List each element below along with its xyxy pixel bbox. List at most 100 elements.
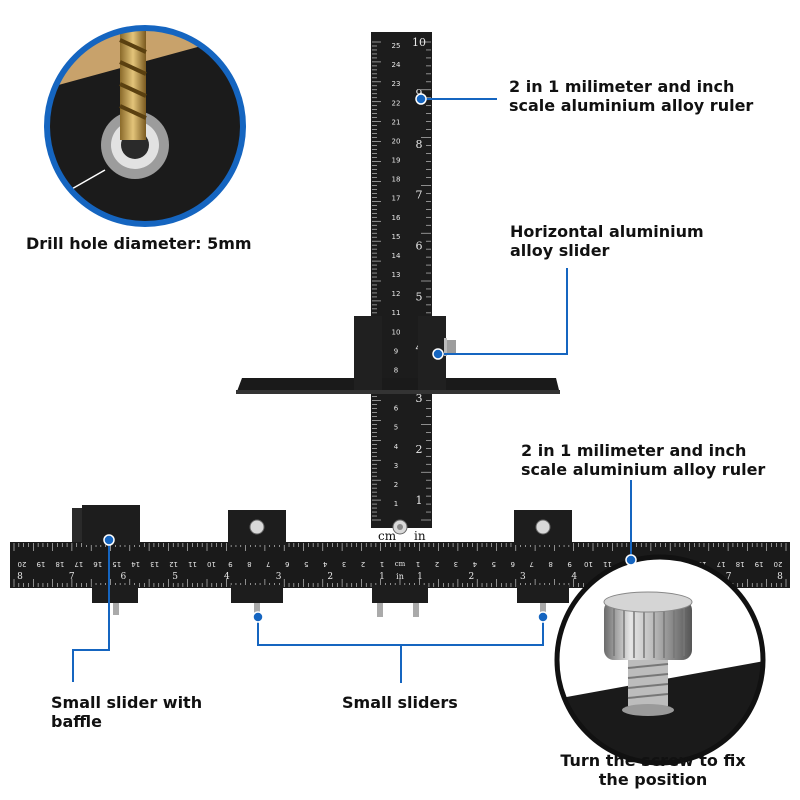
horizontal-ruler-inch-number: 3 — [520, 572, 526, 582]
vertical-ruler-cm-label: cm — [378, 529, 397, 543]
horizontal-ruler-cm-number: 17 — [717, 560, 726, 568]
horizontal-ruler-inch-number: 8 — [17, 572, 23, 582]
vertical-ruler-inch-number: 8 — [416, 138, 423, 151]
horizontal-ruler-cm-number: 11 — [603, 560, 612, 568]
horizontal-ruler-cm-number: 19 — [36, 560, 45, 568]
screw-inset — [554, 554, 766, 766]
vertical-ruler-inch-number: 1 — [416, 494, 423, 507]
horizontal-ruler-cm-number: 1 — [380, 560, 384, 568]
pointer-lines — [72, 98, 632, 683]
horizontal-ruler-cm-number: 15 — [112, 560, 121, 568]
horizontal-ruler-center-cm: cm — [395, 560, 406, 568]
horizontal-ruler-inch-number: 2 — [469, 572, 475, 582]
vertical-ruler-cm-number: 15 — [392, 233, 401, 241]
horizontal-ruler-center-in: in — [396, 572, 404, 581]
horizontal-ruler-cm-number: 6 — [510, 560, 515, 568]
vertical-ruler-inch-number: 6 — [416, 240, 423, 253]
horizontal-slider-label: Horizontal aluminium alloy slider — [510, 222, 704, 260]
horizontal-ruler-cm-number: 14 — [131, 560, 140, 568]
vertical-ruler-label: 2 in 1 milimeter and inch scale aluminiu… — [509, 77, 754, 115]
horizontal-ruler-cm-number: 4 — [472, 560, 477, 568]
horizontal-ruler-cm-number: 17 — [74, 560, 83, 568]
vertical-ruler-cm-number: 8 — [394, 366, 398, 374]
vertical-ruler-inch-number: 10 — [412, 36, 426, 49]
horizontal-ruler-cm-number: 9 — [228, 560, 232, 568]
vertical-ruler-cm-number: 2 — [394, 481, 398, 489]
horizontal-ruler-cm-number: 3 — [454, 560, 458, 568]
vertical-ruler: 2524232221201918171615141312111098765432… — [371, 32, 432, 543]
horizontal-ruler-cm-number: 19 — [755, 560, 764, 568]
vertical-ruler-inch-number: 7 — [416, 189, 423, 202]
horizontal-ruler-inch-number: 2 — [327, 572, 333, 582]
horizontal-ruler-cm-number: 12 — [169, 560, 178, 568]
horizontal-ruler-inch-number: 6 — [121, 572, 127, 582]
vertical-ruler-cm-number: 22 — [392, 99, 401, 107]
horizontal-ruler-cm-number: 6 — [284, 560, 289, 568]
horizontal-ruler-cm-number: 10 — [207, 560, 216, 568]
horizontal-ruler-cm-number: 3 — [342, 560, 346, 568]
pointer-dots — [103, 93, 637, 623]
drill-inset — [44, 25, 246, 227]
horizontal-ruler-cm-number: 20 — [18, 560, 27, 568]
horizontal-ruler-cm-number: 1 — [416, 560, 420, 568]
horizontal-ruler-cm-number: 18 — [55, 560, 64, 568]
horizontal-ruler-inch-number: 5 — [172, 572, 178, 582]
vertical-ruler-cm-number: 25 — [392, 42, 401, 50]
vertical-ruler-inch-number: 3 — [416, 392, 423, 405]
horizontal-ruler-cm-number: 5 — [492, 560, 496, 568]
vertical-ruler-cm-number: 24 — [392, 61, 401, 69]
vertical-ruler-cm-number: 11 — [392, 309, 401, 317]
vertical-ruler-cm-number: 9 — [394, 347, 398, 355]
horizontal-ruler-label: 2 in 1 milimeter and inch scale aluminiu… — [521, 441, 766, 479]
vertical-ruler-cm-number: 23 — [392, 80, 401, 88]
horizontal-ruler-inch-number: 7 — [726, 572, 732, 582]
horizontal-ruler-cm-number: 8 — [548, 560, 552, 568]
vertical-ruler-cm-number: 14 — [392, 252, 401, 260]
small-slider-right — [514, 510, 572, 615]
vertical-ruler-cm-number: 6 — [394, 405, 399, 413]
vertical-ruler-cm-number: 3 — [394, 462, 398, 470]
small-sliders-label: Small sliders — [342, 693, 458, 712]
horizontal-ruler-cm-number: 4 — [322, 560, 327, 568]
horizontal-ruler-inch-number: 1 — [417, 572, 423, 582]
horizontal-ruler-cm-number: 2 — [435, 560, 439, 568]
horizontal-ruler-cm-number: 18 — [736, 560, 745, 568]
horizontal-ruler-inch-number: 3 — [276, 572, 282, 582]
horizontal-ruler-inch-number: 8 — [777, 572, 783, 582]
horizontal-ruler-cm-number: 11 — [188, 560, 197, 568]
horizontal-ruler-cm-number: 13 — [150, 560, 159, 568]
vertical-ruler-cm-number: 1 — [394, 500, 398, 508]
screw-tip-label: Turn the screw to fix the position — [560, 751, 746, 789]
vertical-ruler-inch-number: 9 — [416, 87, 423, 100]
horizontal-ruler-cm-number: 7 — [266, 560, 270, 568]
vertical-ruler-inch-number: 5 — [416, 290, 423, 303]
horizontal-ruler-cm-number: 20 — [774, 560, 783, 568]
vertical-ruler-cm-number: 19 — [392, 157, 401, 165]
horizontal-ruler-cm-number: 5 — [304, 560, 308, 568]
horizontal-slider — [236, 316, 560, 394]
horizontal-ruler-inch-number: 4 — [224, 572, 230, 582]
small-slider-center — [372, 585, 428, 617]
vertical-ruler-cm-number: 16 — [392, 214, 401, 222]
vertical-ruler-in-label: in — [414, 529, 426, 543]
vertical-ruler-cm-number: 10 — [392, 328, 401, 336]
vertical-ruler-cm-number: 18 — [392, 176, 401, 184]
horizontal-ruler-inch-number: 7 — [69, 572, 75, 582]
vertical-ruler-cm-number: 21 — [392, 118, 401, 126]
horizontal-ruler-cm-number: 2 — [361, 560, 365, 568]
horizontal-ruler-cm-number: 8 — [247, 560, 251, 568]
small-slider-left — [228, 510, 286, 615]
vertical-ruler-cm-number: 12 — [392, 290, 401, 298]
vertical-ruler-inch-number: 2 — [416, 443, 423, 456]
vertical-ruler-cm-number: 13 — [392, 271, 401, 279]
vertical-ruler-cm-number: 20 — [392, 137, 401, 145]
slider-with-baffle-label: Small slider with baffle — [51, 693, 203, 731]
drill-hole-label: Drill hole diameter: 5mm — [26, 234, 252, 253]
horizontal-ruler-cm-number: 9 — [567, 560, 571, 568]
horizontal-ruler-inch-number: 1 — [379, 572, 385, 582]
vertical-ruler-cm-number: 17 — [392, 195, 401, 203]
horizontal-ruler-cm-number: 10 — [584, 560, 593, 568]
vertical-ruler-cm-number: 4 — [394, 443, 399, 451]
horizontal-ruler-inch-number: 4 — [571, 572, 577, 582]
